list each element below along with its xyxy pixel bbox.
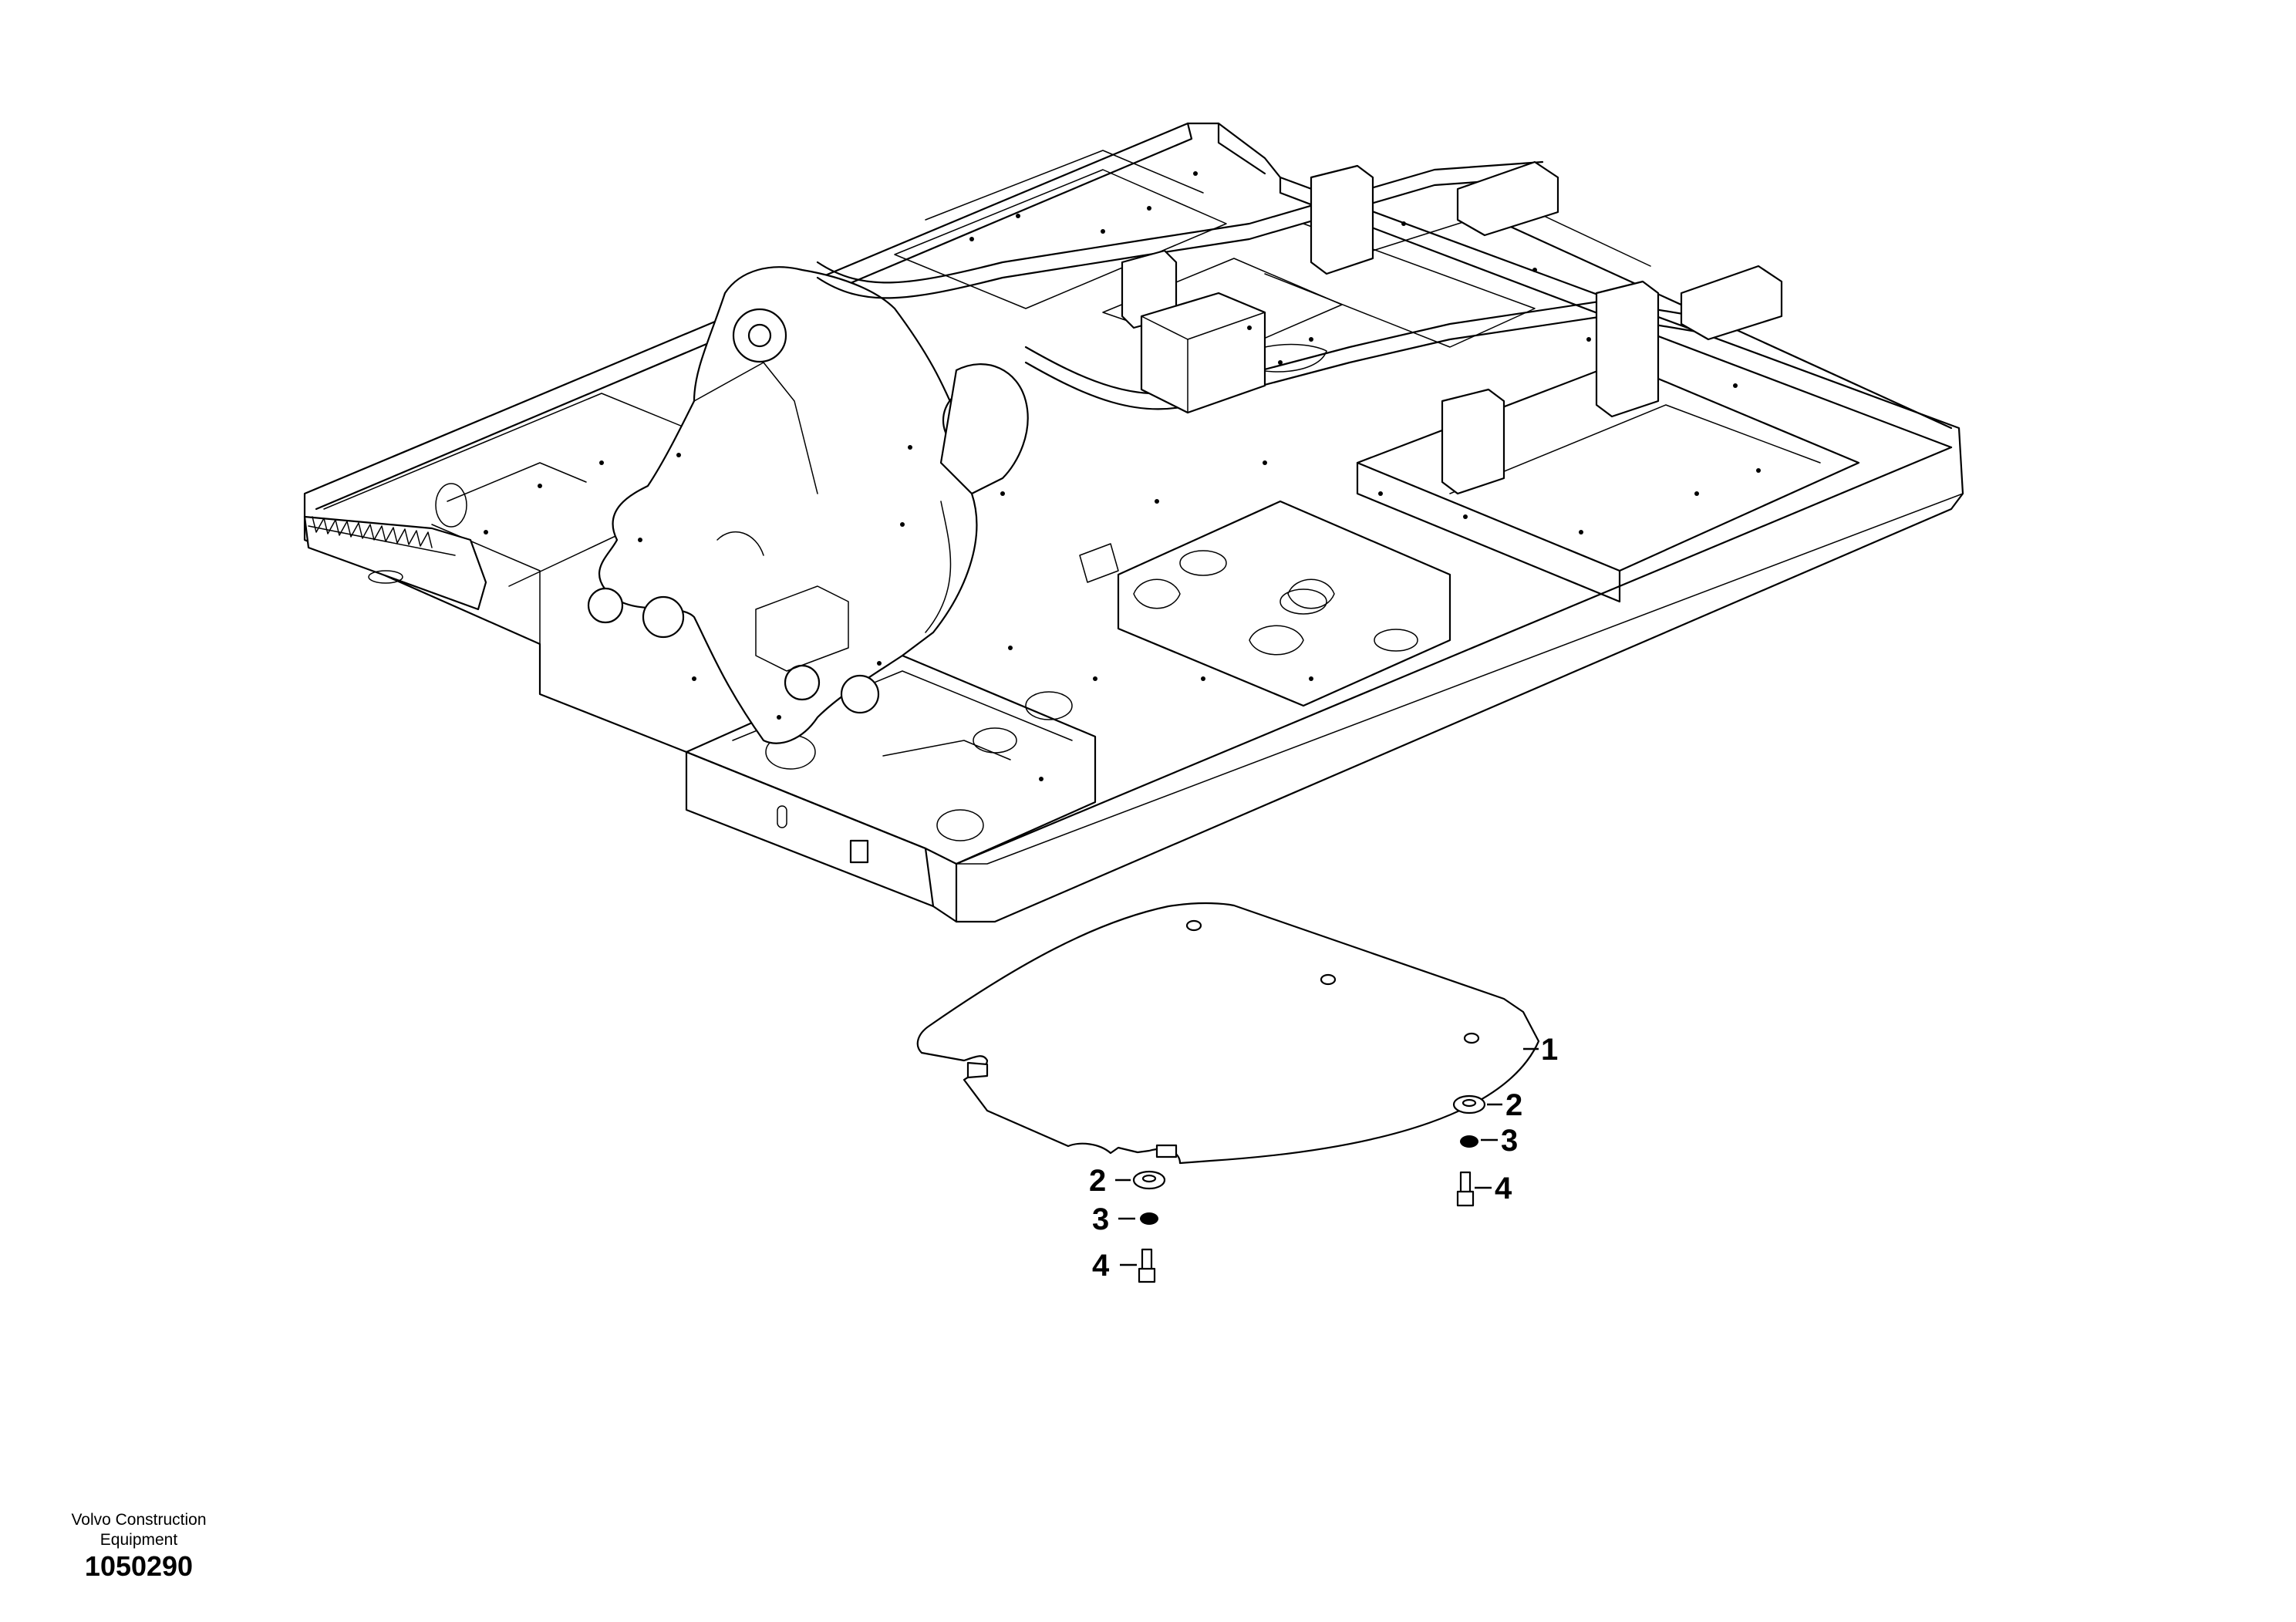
callout-4-right: 4 xyxy=(1475,1172,1512,1206)
bottom-plate xyxy=(916,902,1540,1165)
washer-icon xyxy=(1132,1170,1166,1190)
callout-3-left: 3 xyxy=(1092,1202,1135,1236)
callout-label-4: 4 xyxy=(1092,1249,1110,1283)
bolt-icon xyxy=(1456,1171,1475,1207)
brand-line-2: Equipment xyxy=(99,1531,178,1549)
callout-label-1: 1 xyxy=(1541,1033,1558,1067)
callout-label-3: 3 xyxy=(1092,1202,1109,1236)
callout-label-2: 2 xyxy=(1089,1164,1106,1198)
callout-4-left: 4 xyxy=(1092,1249,1137,1283)
callout-2-right: 2 xyxy=(1487,1088,1522,1122)
reference-number: 1050290 xyxy=(84,1550,194,1582)
callout-1: 1 xyxy=(1523,1033,1558,1067)
callout-2-left: 2 xyxy=(1089,1164,1131,1198)
callout-3-right: 3 xyxy=(1481,1124,1518,1158)
nut-icon xyxy=(1140,1212,1158,1225)
callout-label-3: 3 xyxy=(1501,1124,1518,1158)
callout-label-4: 4 xyxy=(1495,1172,1512,1206)
bolt-icon xyxy=(1138,1248,1156,1283)
callout-label-2: 2 xyxy=(1505,1088,1522,1122)
brand-line-1: Volvo Construction xyxy=(71,1511,207,1529)
brand-label: Volvo Construction Equipment xyxy=(46,1510,231,1550)
washer-icon xyxy=(1452,1094,1486,1114)
upper-frame-drawing xyxy=(303,122,1964,923)
frame-holes xyxy=(484,171,1761,781)
nut-icon xyxy=(1460,1135,1478,1148)
